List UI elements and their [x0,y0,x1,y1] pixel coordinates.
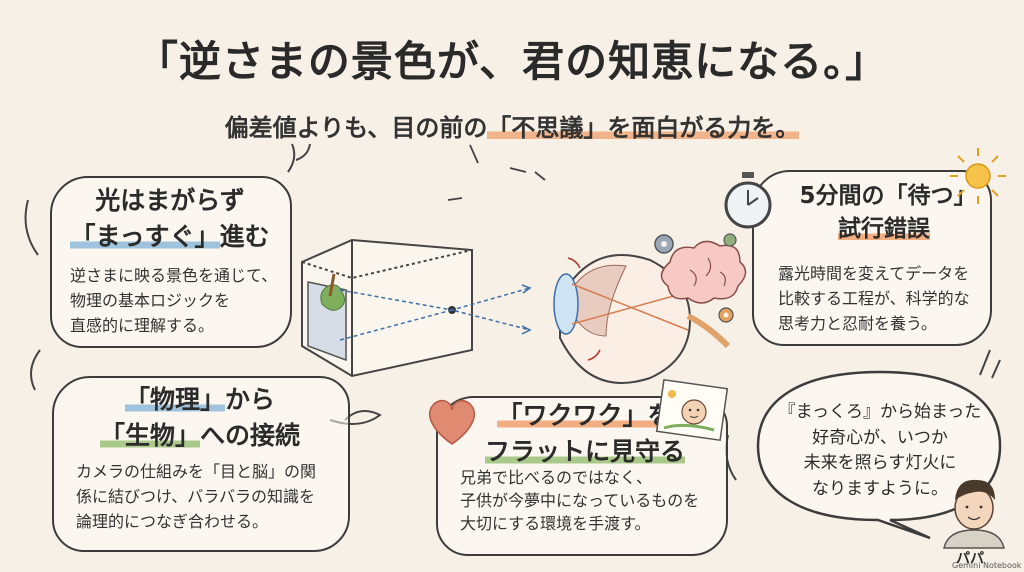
card-light-straight [50,176,292,348]
card-wait-body-line: 思考力と忍耐を養う。 [778,313,938,333]
card-physics-title: 「物理」から 「生物」への接続 [54,382,346,455]
card-physics-title-hl2: 「生物」 [99,421,200,451]
bubble-line: 好奇心が、いつか [812,427,948,448]
card-physics-body-line: 論理的につなぎ合わせる。 [76,511,269,531]
card-wakuwaku-body-line: 子供が今夢中になっているものを [460,491,700,511]
card-wait-title-line2: 試行錯誤 [838,216,930,243]
card-wait-body: 露光時間を変えてデータを 比較する工程が、科学的な 思考力と忍耐を養う。 [778,262,988,336]
card-light-body-line: 直感的に理解する。 [70,315,215,335]
card-wakuwaku-body-line: 大切にする環境を手渡す。 [460,514,651,534]
page-subtitle: 偏差値よりも、目の前の「不思議」を面白がる力を。 [0,108,1024,143]
card-wakuwaku-title-line1: 「ワクワク」を [497,401,673,430]
card-physics-title-hl1: 「物理」 [124,385,225,414]
card-wait-body-line: 比較する工程が、科学的な [778,288,970,308]
card-wait-body-line: 露光時間を変えてデータを [778,264,970,283]
card-light-body: 逆さまに映る景色を通じて、 物理の基本ロジックを 直感的に理解する。 [70,264,290,338]
card-wakuwaku-body: 兄弟で比べるのではなく、 子供が今夢中になっているものを 大切にする環境を手渡す… [460,466,722,536]
bubble-line: 『まっくろ』から始まった [778,402,982,422]
card-physics-title-rest2: への接続 [200,421,301,451]
card-physics-body-line: カメラの仕組みを「目と脳」の関 [76,462,317,481]
card-wait-title: 5分間の「待つ」 試行錯誤 [760,180,988,247]
card-light-body-line: 物理の基本ロジックを [70,290,231,310]
card-light-body-line: 逆さまに映る景色を通じて、 [70,266,278,285]
card-wakuwaku-title-line2: フラットに見守る [484,437,685,467]
card-physics-title-rest1: から [225,385,276,414]
card-physics-body-line: 係に結びつけ、バラバラの知識を [76,486,316,506]
subtitle-highlight: 「不思議」を面白がる力を。 [487,114,800,142]
card-wakuwaku-title: 「ワクワク」を フラットに見守る [470,398,700,471]
brand-label: Gemini Notebook [952,561,1022,570]
bubble-line: なりますように。 [812,478,948,499]
card-light-title-line1: 光はまがらず [95,186,245,215]
bubble-line: 未来を照らす灯火に [803,453,957,473]
card-waiting-trial [752,170,992,346]
papa-label: パパ [956,551,984,567]
speech-bubble-text: 『まっくろ』から始まった 好奇心が、いつか 未来を照らす灯火に なりますように。 [762,400,998,502]
card-light-title-rest: 進む [219,222,270,252]
card-physics-body: カメラの仕組みを「目と脳」の関 係に結びつけ、バラバラの知識を 論理的につなぎ合… [76,460,346,534]
page-title: 「逆さまの景色が、君の知恵になる。」 [135,37,889,86]
card-wait-title-line1: 5分間の「待つ」 [799,183,977,209]
card-light-title: 光はまがらず 「まっすぐ」進む [52,183,288,256]
card-wakuwaku-body-line: 兄弟で比べるのではなく、 [460,468,653,487]
subtitle-prefix: 偏差値よりも、目の前の [224,114,488,142]
card-light-title-highlight: 「まっすぐ」 [70,222,220,252]
